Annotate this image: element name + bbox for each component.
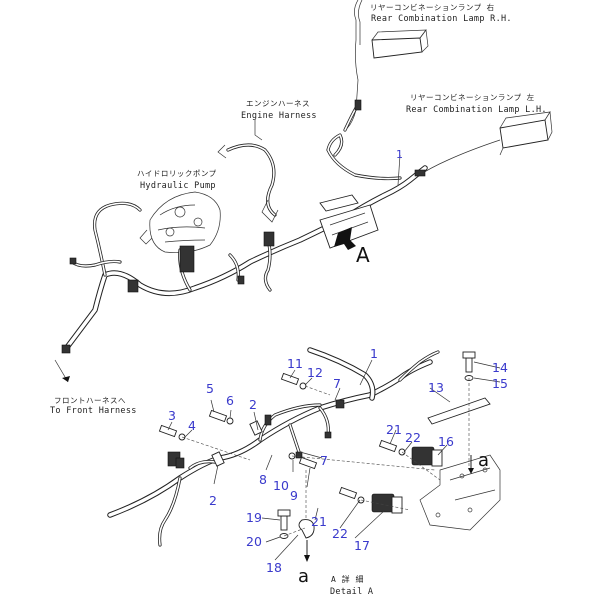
section-marker-a-upper: a <box>478 450 489 471</box>
callout-leaders <box>167 359 501 561</box>
part-number-22-upper: 22 <box>405 430 421 445</box>
hydraulic-pump <box>139 191 221 254</box>
main-harness-overview <box>61 99 428 354</box>
section-a-arrows <box>304 455 474 562</box>
rear-lamp-lh <box>417 110 553 177</box>
part-number-15: 15 <box>492 376 508 391</box>
part-number-12: 12 <box>307 365 323 380</box>
section-marker-a-lower: a <box>298 566 309 587</box>
part-number-21-lower: 21 <box>311 514 327 529</box>
part-number-22-lower: 22 <box>332 526 348 541</box>
relay-17 <box>371 493 403 514</box>
part-number-21-upper: 21 <box>386 422 402 437</box>
part-number-2-lower: 2 <box>209 493 217 508</box>
part-number-labels: 1 2 2 3 4 5 6 7 7 8 9 10 11 12 13 14 15 … <box>168 346 508 575</box>
engine-harness-jp-label: エンジンハーネス <box>246 99 310 108</box>
part-number-13: 13 <box>428 380 444 395</box>
part-number-16: 16 <box>438 434 454 449</box>
part-number-1-overview: 1 <box>396 148 403 161</box>
view-marker-a: A <box>356 243 370 267</box>
assembly-guide-lines <box>181 378 470 537</box>
hydraulic-pump-label: Hydraulic Pump <box>140 181 216 191</box>
rear-lamp-rh <box>344 0 429 131</box>
part-1-leader-top <box>397 154 401 186</box>
rear-lamp-rh-jp-label: リヤーコンビネーションランプ 右 <box>370 2 495 12</box>
part-number-11: 11 <box>287 356 303 371</box>
rear-lamp-lh-jp-label: リヤーコンビネーションランプ 左 <box>410 92 535 102</box>
detail-a-jp-caption: A 詳 細 <box>331 574 364 584</box>
mounting-bracket <box>419 454 501 531</box>
part-number-7-lower: 7 <box>320 453 328 468</box>
part-number-1: 1 <box>370 346 378 361</box>
engine-harness-label: Engine Harness <box>241 111 317 121</box>
part-number-7-upper: 7 <box>333 376 341 391</box>
part-number-14: 14 <box>492 360 508 375</box>
front-harness-label: To Front Harness <box>50 406 137 416</box>
rear-lamp-rh-label: Rear Combination Lamp R.H. <box>371 14 512 24</box>
part-number-10: 10 <box>273 478 289 493</box>
part-number-9: 9 <box>290 488 298 503</box>
front-harness-arrow-icon <box>62 376 70 382</box>
detail-a-caption: Detail A <box>330 587 373 597</box>
part-number-8: 8 <box>259 472 267 487</box>
part-number-3: 3 <box>168 408 176 423</box>
view-a-arrow <box>334 227 356 250</box>
part-number-20: 20 <box>246 534 262 549</box>
part-number-5: 5 <box>206 381 214 396</box>
part-number-17: 17 <box>354 538 370 553</box>
cover-plate <box>427 397 491 425</box>
bracket-assembly-overview <box>319 194 379 249</box>
hardware <box>158 351 476 539</box>
main-harness-detail <box>107 347 440 547</box>
relay-16 <box>411 446 443 467</box>
front-harness-jp-label: フロントハーネスへ <box>54 396 126 405</box>
hydraulic-pump-jp-label: ハイドロリックポンプ <box>137 169 217 178</box>
part-number-19: 19 <box>246 510 262 525</box>
part-number-2-upper: 2 <box>249 397 257 412</box>
engine-harness <box>217 120 279 223</box>
part-number-4: 4 <box>188 418 196 433</box>
part-number-6: 6 <box>226 393 234 408</box>
rear-lamp-lh-label: Rear Combination Lamp L.H. <box>406 105 547 115</box>
part-number-18: 18 <box>266 560 282 575</box>
